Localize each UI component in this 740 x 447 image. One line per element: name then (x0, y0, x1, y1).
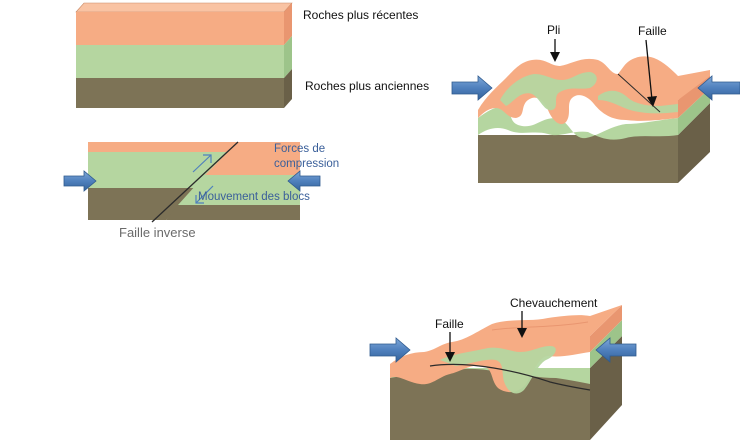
old-rocks-label: Roches plus anciennes (305, 79, 430, 93)
thrust-fault-label: Faille (435, 317, 464, 331)
fold-right-arrow (697, 75, 740, 101)
layered-rock-block (75, 2, 293, 108)
thrust-left-arrow (369, 337, 411, 363)
reverse-fault-label: Faille inverse (119, 225, 196, 240)
block-movement-arrows (192, 154, 214, 204)
thrust-block (390, 305, 622, 440)
recent-rocks-label: Roches plus récentes (303, 8, 419, 22)
fault-line (151, 141, 239, 223)
recent-rock-layer (76, 12, 284, 45)
reverse-fault-block (88, 141, 300, 223)
block-movement-label: Mouvement des blocs (198, 191, 310, 203)
right-compression-arrow (287, 170, 321, 192)
old-rock-layer (76, 78, 284, 108)
thrust-pointers (445, 311, 527, 362)
thrust-line (429, 363, 591, 391)
compression-forces-label-line1: Forces de (274, 143, 326, 155)
thrust-right-arrow (595, 337, 637, 363)
left-compression-arrow (63, 170, 97, 192)
middle-rock-layer (76, 45, 284, 78)
fold-label: Pli (547, 23, 561, 37)
fold-fault-label: Faille (638, 24, 667, 38)
fold-block (478, 39, 710, 183)
compression-forces-label-line2: compression (274, 158, 340, 170)
thrust-label: Chevauchement (510, 296, 598, 310)
fold-pointers (550, 39, 657, 107)
fold-left-arrow (451, 75, 493, 101)
